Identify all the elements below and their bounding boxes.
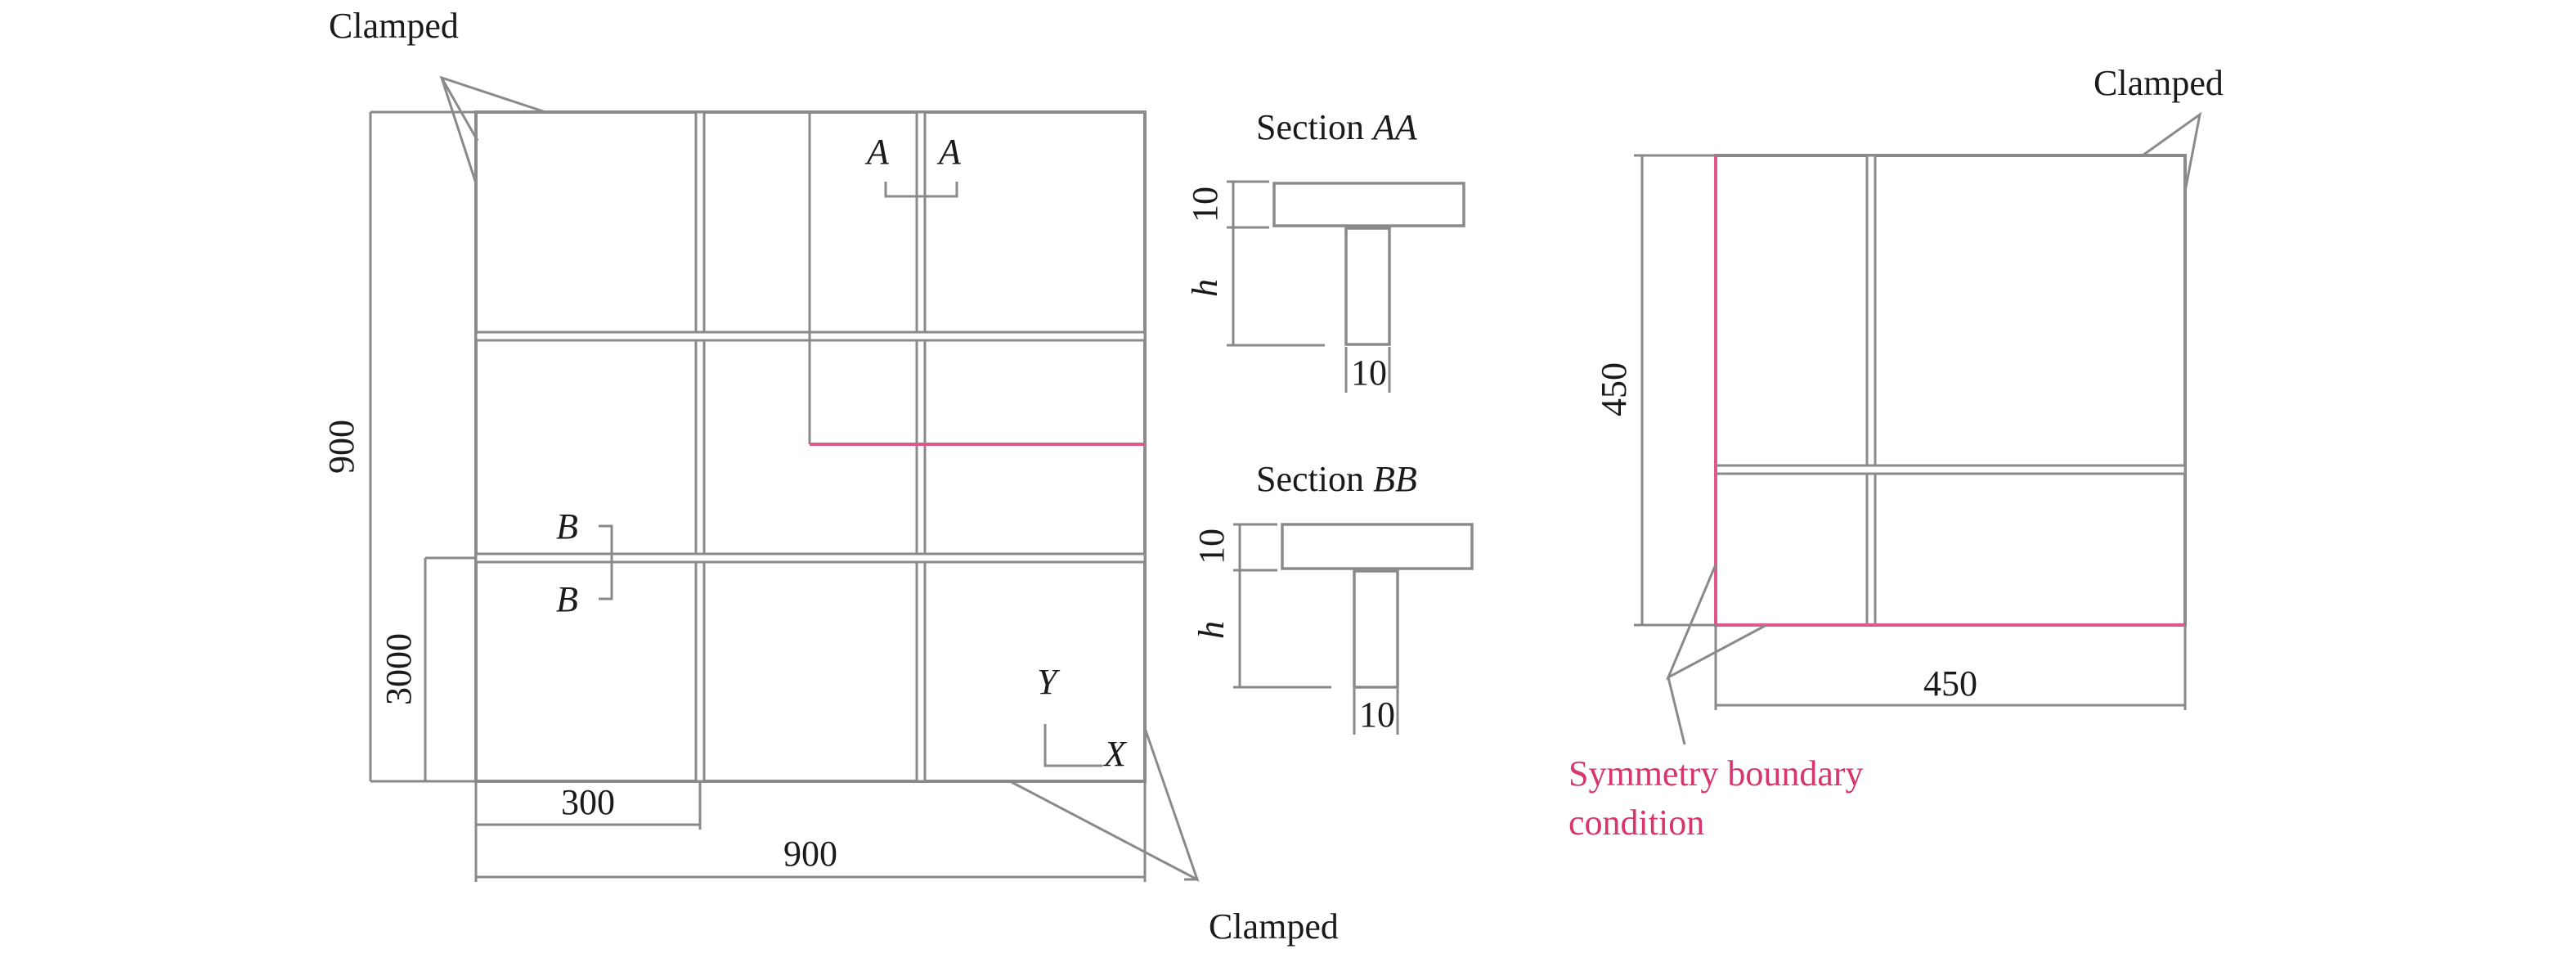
dim-900-horizontal-line — [474, 781, 1147, 882]
dim-450-vertical-label: 450 — [1594, 362, 1634, 416]
section-aa-title: Section AA — [1256, 107, 1418, 147]
dim-900-vertical-line — [369, 110, 476, 783]
section-aa-web — [1344, 227, 1391, 346]
clamped-right-label: Clamped — [2094, 63, 2224, 103]
symmetry-label-line1: Symmetry boundary — [1568, 753, 1864, 794]
clamped-bottom-leader — [1009, 727, 1200, 883]
dim-450-horizontal-line — [1714, 625, 2187, 710]
clamped-top-leader — [439, 75, 546, 184]
section-aa-view: Section AA 10 h 10 — [1185, 107, 1465, 393]
clamped-bottom-label: Clamped — [1209, 906, 1339, 947]
section-aa-web-label: 10 — [1351, 353, 1387, 393]
section-aa-h-dim — [1227, 227, 1325, 347]
section-a-marker — [884, 182, 958, 198]
section-bb-web-label: 10 — [1359, 695, 1395, 735]
dim-3000-label: 3000 — [379, 633, 419, 705]
section-bb-flange-label: 10 — [1192, 528, 1232, 564]
marker-a-left: A — [864, 132, 890, 172]
axis-glyph — [1043, 724, 1102, 767]
section-bb-view: Section BB 10 h 10 — [1192, 459, 1474, 735]
section-aa-flange-label: 10 — [1185, 187, 1225, 223]
quarter-vertical-rib — [1865, 154, 1877, 627]
section-bb-web-dim — [1353, 689, 1399, 735]
dim-450-horizontal-label: 450 — [1923, 663, 1977, 704]
dim-450-vertical-line — [1634, 154, 1716, 627]
quarter-model-view: Clamped 450 450 Symmetry boundary condit… — [1568, 63, 2224, 843]
section-b-marker — [599, 524, 613, 600]
marker-b-top: B — [556, 506, 578, 546]
symmetry-leader — [1665, 564, 1767, 745]
section-aa-flange-dim — [1227, 180, 1269, 229]
section-bb-h-label: h — [1192, 621, 1232, 639]
section-bb-flange-dim — [1233, 523, 1277, 572]
dim-3000-line — [424, 556, 476, 781]
symmetry-label-line2: condition — [1568, 803, 1704, 843]
axis-x-label: X — [1102, 734, 1128, 774]
section-aa-web-dim — [1344, 347, 1391, 393]
section-bb-h-dim — [1233, 570, 1331, 689]
horizontal-rib-2 — [474, 552, 1147, 564]
dim-300-label: 300 — [561, 782, 615, 822]
full-plate-view: A A B B 900 3000 300 900 Y X Clamped Cla… — [321, 6, 1339, 947]
axis-y-label: Y — [1037, 662, 1061, 702]
section-aa-flange — [1272, 182, 1465, 227]
marker-a-right: A — [936, 132, 962, 172]
vertical-rib-1 — [694, 110, 706, 783]
section-aa-h-label: h — [1185, 279, 1225, 297]
clamped-right-leader — [2142, 111, 2202, 192]
section-bb-flange — [1281, 523, 1474, 570]
quarter-horizontal-rib — [1714, 464, 2187, 475]
dim-900-vertical-label: 900 — [321, 420, 361, 474]
quarter-plate-outline — [1714, 154, 2187, 627]
dim-900-horizontal-label: 900 — [783, 834, 837, 874]
marker-b-bottom: B — [556, 579, 578, 619]
section-bb-web — [1353, 569, 1399, 689]
vertical-rib-2 — [915, 110, 927, 783]
clamped-top-label: Clamped — [329, 6, 459, 46]
section-bb-title: Section BB — [1256, 459, 1417, 499]
dim-300-line — [474, 781, 702, 830]
